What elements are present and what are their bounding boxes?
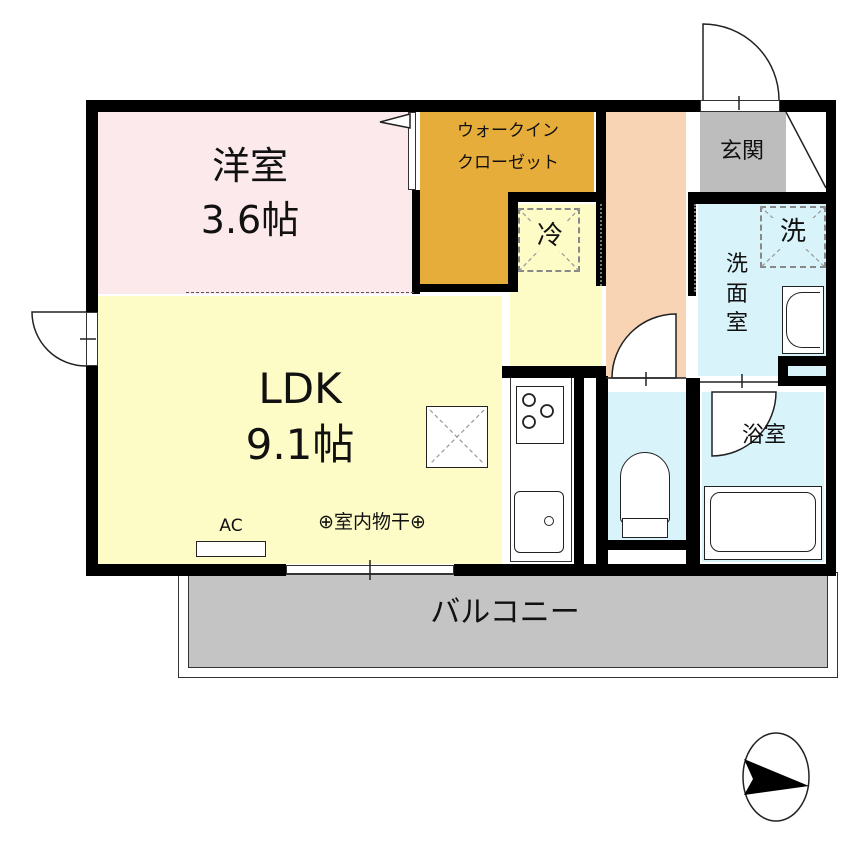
wall-toilet-bottom — [606, 540, 688, 550]
wall-toilet-right — [686, 378, 700, 566]
wall-bath-top-right — [778, 356, 826, 366]
wall-wash-left — [688, 204, 696, 296]
stove-icon — [516, 386, 564, 444]
wall-right — [826, 100, 836, 576]
balcony-label: バルコニー — [430, 595, 580, 630]
hall-partition-dots — [600, 204, 602, 286]
air-conditioner-icon — [196, 541, 266, 557]
western-room-door-frame — [408, 112, 416, 190]
wall-bottom-right — [454, 564, 836, 576]
compass-north-arrow-icon — [742, 732, 810, 822]
closet-label-line2: クローゼット — [457, 153, 559, 173]
wall-closet-bottom — [412, 284, 518, 292]
bathroom-label: 浴室 — [741, 423, 786, 448]
kitchen-sink-icon — [514, 491, 564, 553]
wall-left-lower — [86, 366, 98, 576]
washer-space — [760, 206, 826, 268]
wall-top — [86, 100, 700, 112]
kitchen-counter — [510, 376, 572, 562]
wall-closet-step — [508, 194, 518, 292]
wall-bath-top-right2 — [778, 376, 826, 386]
bathtub-frame — [704, 486, 822, 560]
indoor-drying-label: ⊕室内物干⊕ — [318, 511, 426, 533]
entrance-label: 玄関 — [719, 139, 764, 164]
toilet-icon — [620, 452, 670, 524]
wall-toilet-left — [596, 376, 608, 566]
wash-partition-dots — [694, 204, 696, 292]
toilet-tank — [622, 518, 668, 538]
walk-in-closet — [420, 112, 594, 194]
sink-drain-icon — [544, 516, 554, 526]
wall-kitchen-right — [574, 376, 584, 566]
entrance — [700, 112, 786, 194]
bathtub-icon — [710, 492, 816, 552]
closet-label-line1: ウォークイン — [457, 121, 559, 141]
ldk-label: LDK — [258, 364, 342, 413]
air-conditioner-label: AC — [219, 516, 243, 536]
western-room — [98, 112, 414, 294]
sliding-partition[interactable] — [186, 292, 414, 296]
wall-kitchen-top — [502, 366, 606, 378]
wall-bottom-left — [86, 564, 286, 576]
wall-left-upper — [86, 100, 98, 312]
wall-top-right — [780, 100, 836, 112]
wall-closet-left — [412, 190, 420, 294]
balcony — [188, 574, 828, 668]
fridge-space — [518, 208, 580, 272]
wall-washroom-right-block — [778, 356, 788, 386]
ldk-size: 9.1帖 — [245, 420, 355, 469]
fridge-label: 冷 — [526, 222, 574, 251]
burner-icons — [522, 393, 554, 429]
wall-entrance-bottom — [688, 192, 836, 204]
washroom-label: 洗面室 — [725, 252, 748, 337]
vent-cross-icon — [429, 409, 485, 465]
western-room-size: 3.6帖 — [200, 198, 300, 242]
washer-label: 洗 — [770, 218, 816, 247]
wall-closet-step-top — [508, 192, 604, 202]
entrance-threshold — [700, 100, 780, 112]
sink-basin-icon — [786, 292, 820, 348]
western-room-label: 洋室 — [211, 144, 288, 188]
walk-in-closet-lower — [420, 190, 510, 286]
wall-hall-left — [596, 100, 606, 286]
